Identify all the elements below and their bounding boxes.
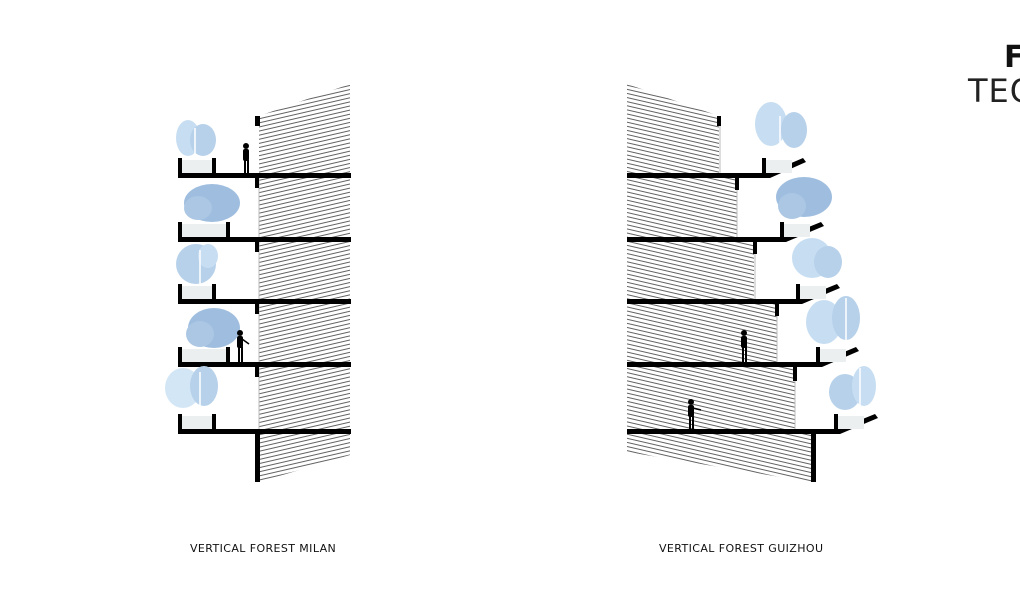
guizhou-section <box>627 84 878 482</box>
tree <box>165 366 218 416</box>
heading-line1: F <box>1004 40 1020 75</box>
milan-person <box>237 330 250 362</box>
milan-column-base <box>255 432 260 482</box>
caption-milan: VERTICAL FOREST MILAN <box>190 542 337 555</box>
milan-facade-hatch <box>259 84 350 482</box>
guizhou-hatch-floor <box>627 367 795 429</box>
tree <box>776 177 832 219</box>
milan-person <box>243 143 249 173</box>
tree <box>792 238 842 278</box>
guizhou-hatch-base <box>627 434 811 482</box>
guizhou-hatch-floor <box>627 242 754 299</box>
milan-planters <box>178 158 230 430</box>
tree <box>755 102 807 160</box>
guizhou-person <box>688 399 702 429</box>
tree <box>176 120 216 160</box>
milan-slabs <box>178 173 351 434</box>
milan-trees <box>165 120 240 416</box>
tree <box>176 244 218 286</box>
tree <box>829 366 876 414</box>
caption-guizhou: VERTICAL FOREST GUIZHOU <box>659 542 824 555</box>
guizhou-person <box>741 330 747 362</box>
tree <box>806 296 860 347</box>
guizhou-planters <box>762 158 864 430</box>
milan-column <box>255 116 260 126</box>
tree <box>184 184 240 222</box>
milan-section <box>165 84 351 482</box>
guizhou-facade-hatch-top <box>627 84 719 173</box>
guizhou-trees <box>755 102 876 414</box>
guizhou-hatch-floor <box>627 178 737 237</box>
tree <box>186 308 240 348</box>
guizhou-hatch-floor <box>627 304 777 362</box>
heading-line2: TEC <box>968 72 1020 110</box>
guizhou-columns <box>717 116 816 482</box>
